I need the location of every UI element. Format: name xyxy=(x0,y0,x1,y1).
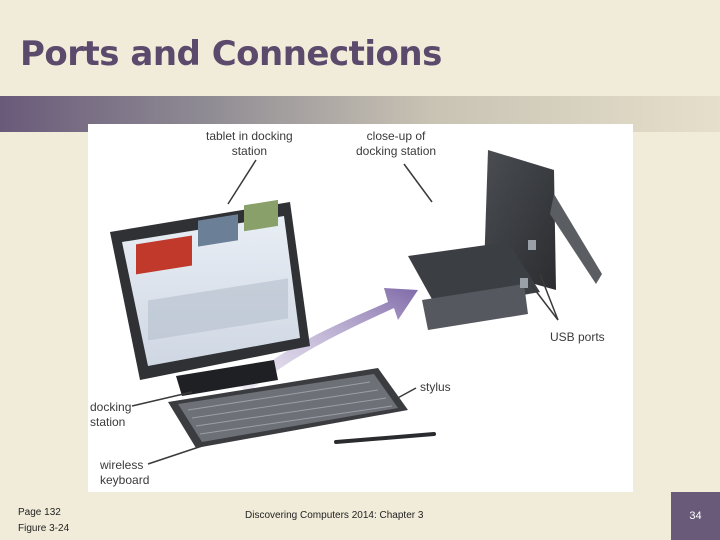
callout-stylus: stylus xyxy=(420,380,451,394)
callout-lines xyxy=(131,159,559,465)
slide-number: 34 xyxy=(671,492,720,540)
figure-illustration xyxy=(110,150,602,465)
stylus-image xyxy=(334,432,436,444)
callout-usb-ports: USB ports xyxy=(550,330,605,344)
course-footer: Discovering Computers 2014: Chapter 3 xyxy=(245,510,424,521)
tablet-image xyxy=(110,199,310,396)
figure-reference: Figure 3-24 xyxy=(18,523,70,534)
docking-station-image xyxy=(408,150,602,330)
page-reference: Page 132 xyxy=(18,507,61,518)
footer-references: Page 132 Figure 3-24 xyxy=(18,505,69,537)
transition-arrow xyxy=(238,288,418,392)
slide-title: Ports and Connections xyxy=(20,34,442,74)
keyboard-image xyxy=(168,368,408,448)
